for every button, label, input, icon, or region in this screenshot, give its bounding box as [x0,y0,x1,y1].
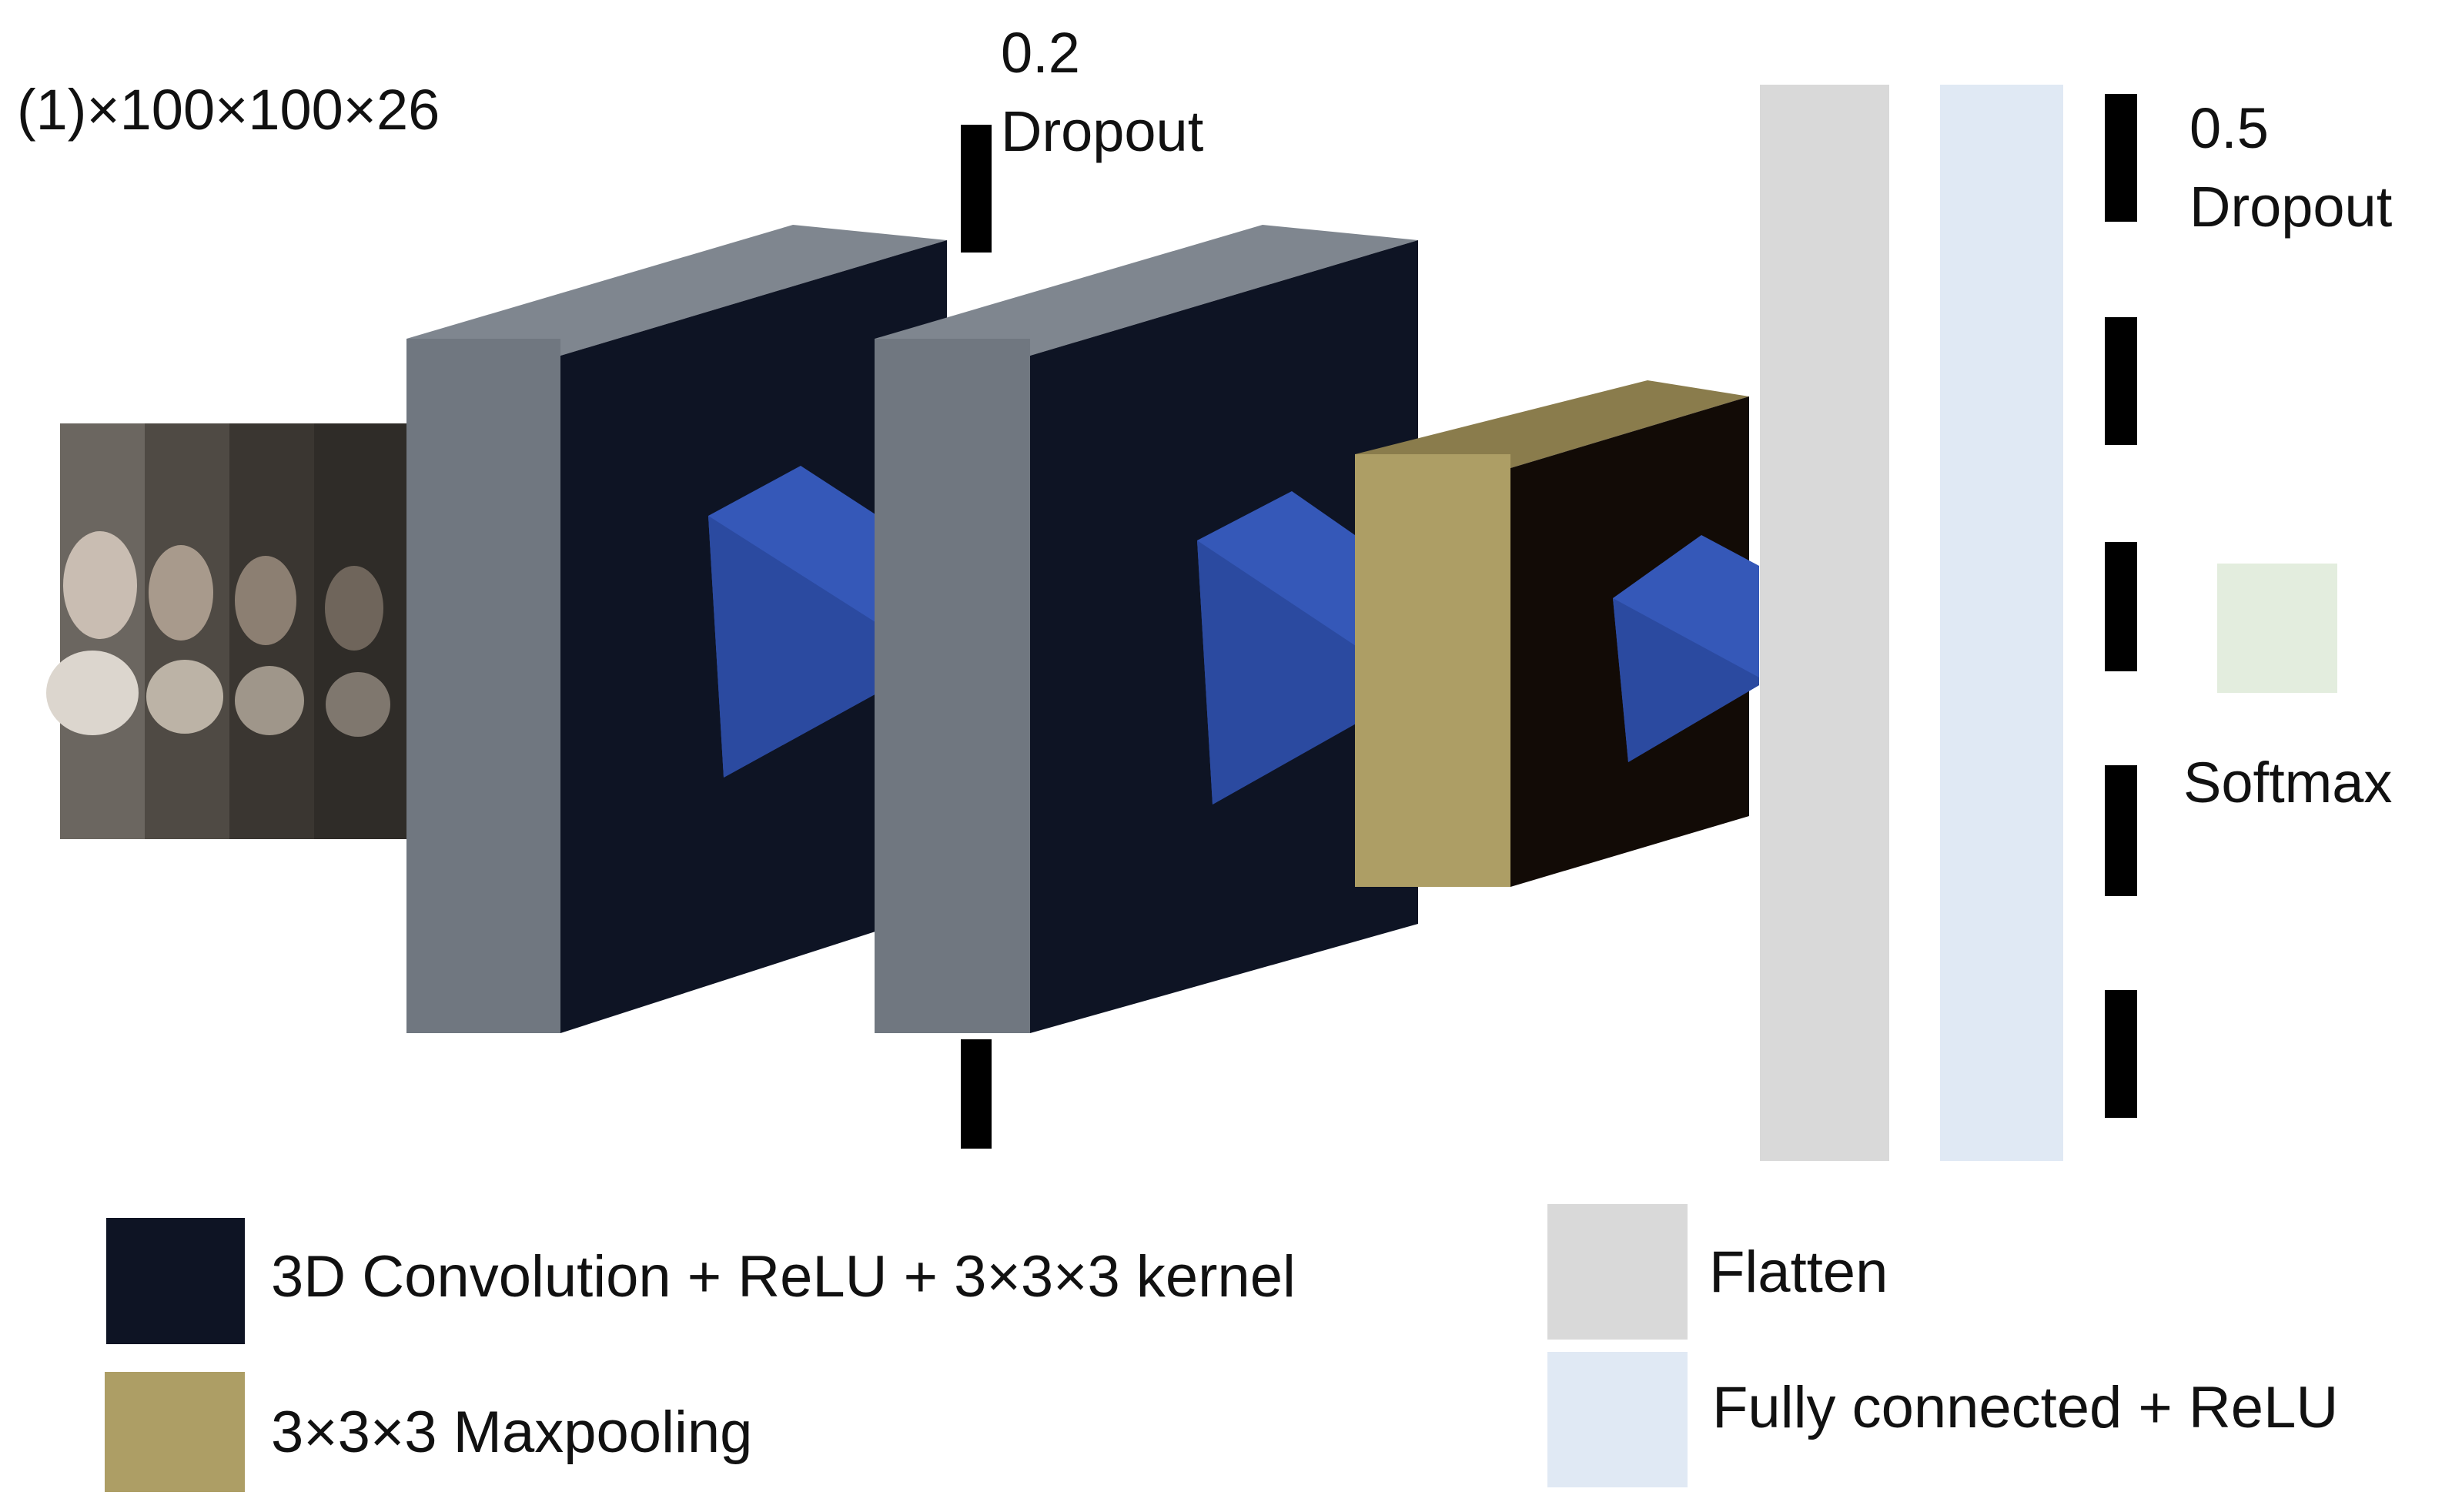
legend-fc-swatch [1547,1352,1688,1487]
dropout-dashed-bars [2105,94,2137,1118]
legend-pool-label: 3×3×3 Maxpooling [271,1400,752,1465]
legend-pool-swatch [105,1372,245,1492]
legend-flatten-swatch [1547,1204,1688,1340]
kernel-icon-2 [1197,491,1363,805]
dropout-bar-bottom [961,1039,992,1149]
kernel-icon-3 [1613,535,1759,762]
fully-connected-layer [1940,85,2063,1161]
legend-fc-label: Fully connected + ReLU [1712,1375,2338,1440]
conv-block-2 [875,225,1418,1033]
legend-conv-swatch [106,1218,245,1344]
kernel-icon-1 [708,466,878,778]
flatten-layer [1760,85,1889,1161]
dropout-1-label: Dropout [1001,99,1204,163]
dropout-2-label: Dropout [2189,175,2393,239]
input-frames-image [46,423,406,839]
dropout-1-rate: 0.2 [1001,21,1080,85]
softmax-label: Softmax [2183,751,2392,815]
softmax-output-box [2217,564,2337,693]
legend-conv-label: 3D Convolution + ReLU + 3×3×3 kernel [271,1244,1296,1310]
dropout-2-rate: 0.5 [2189,96,2269,160]
dropout-bar-top [961,125,992,253]
legend: 3D Convolution + ReLU + 3×3×3 kernel 3×3… [105,1204,2338,1492]
input-shape-label: (1)×100×100×26 [17,78,440,142]
legend-flatten-label: Flatten [1709,1239,1888,1305]
